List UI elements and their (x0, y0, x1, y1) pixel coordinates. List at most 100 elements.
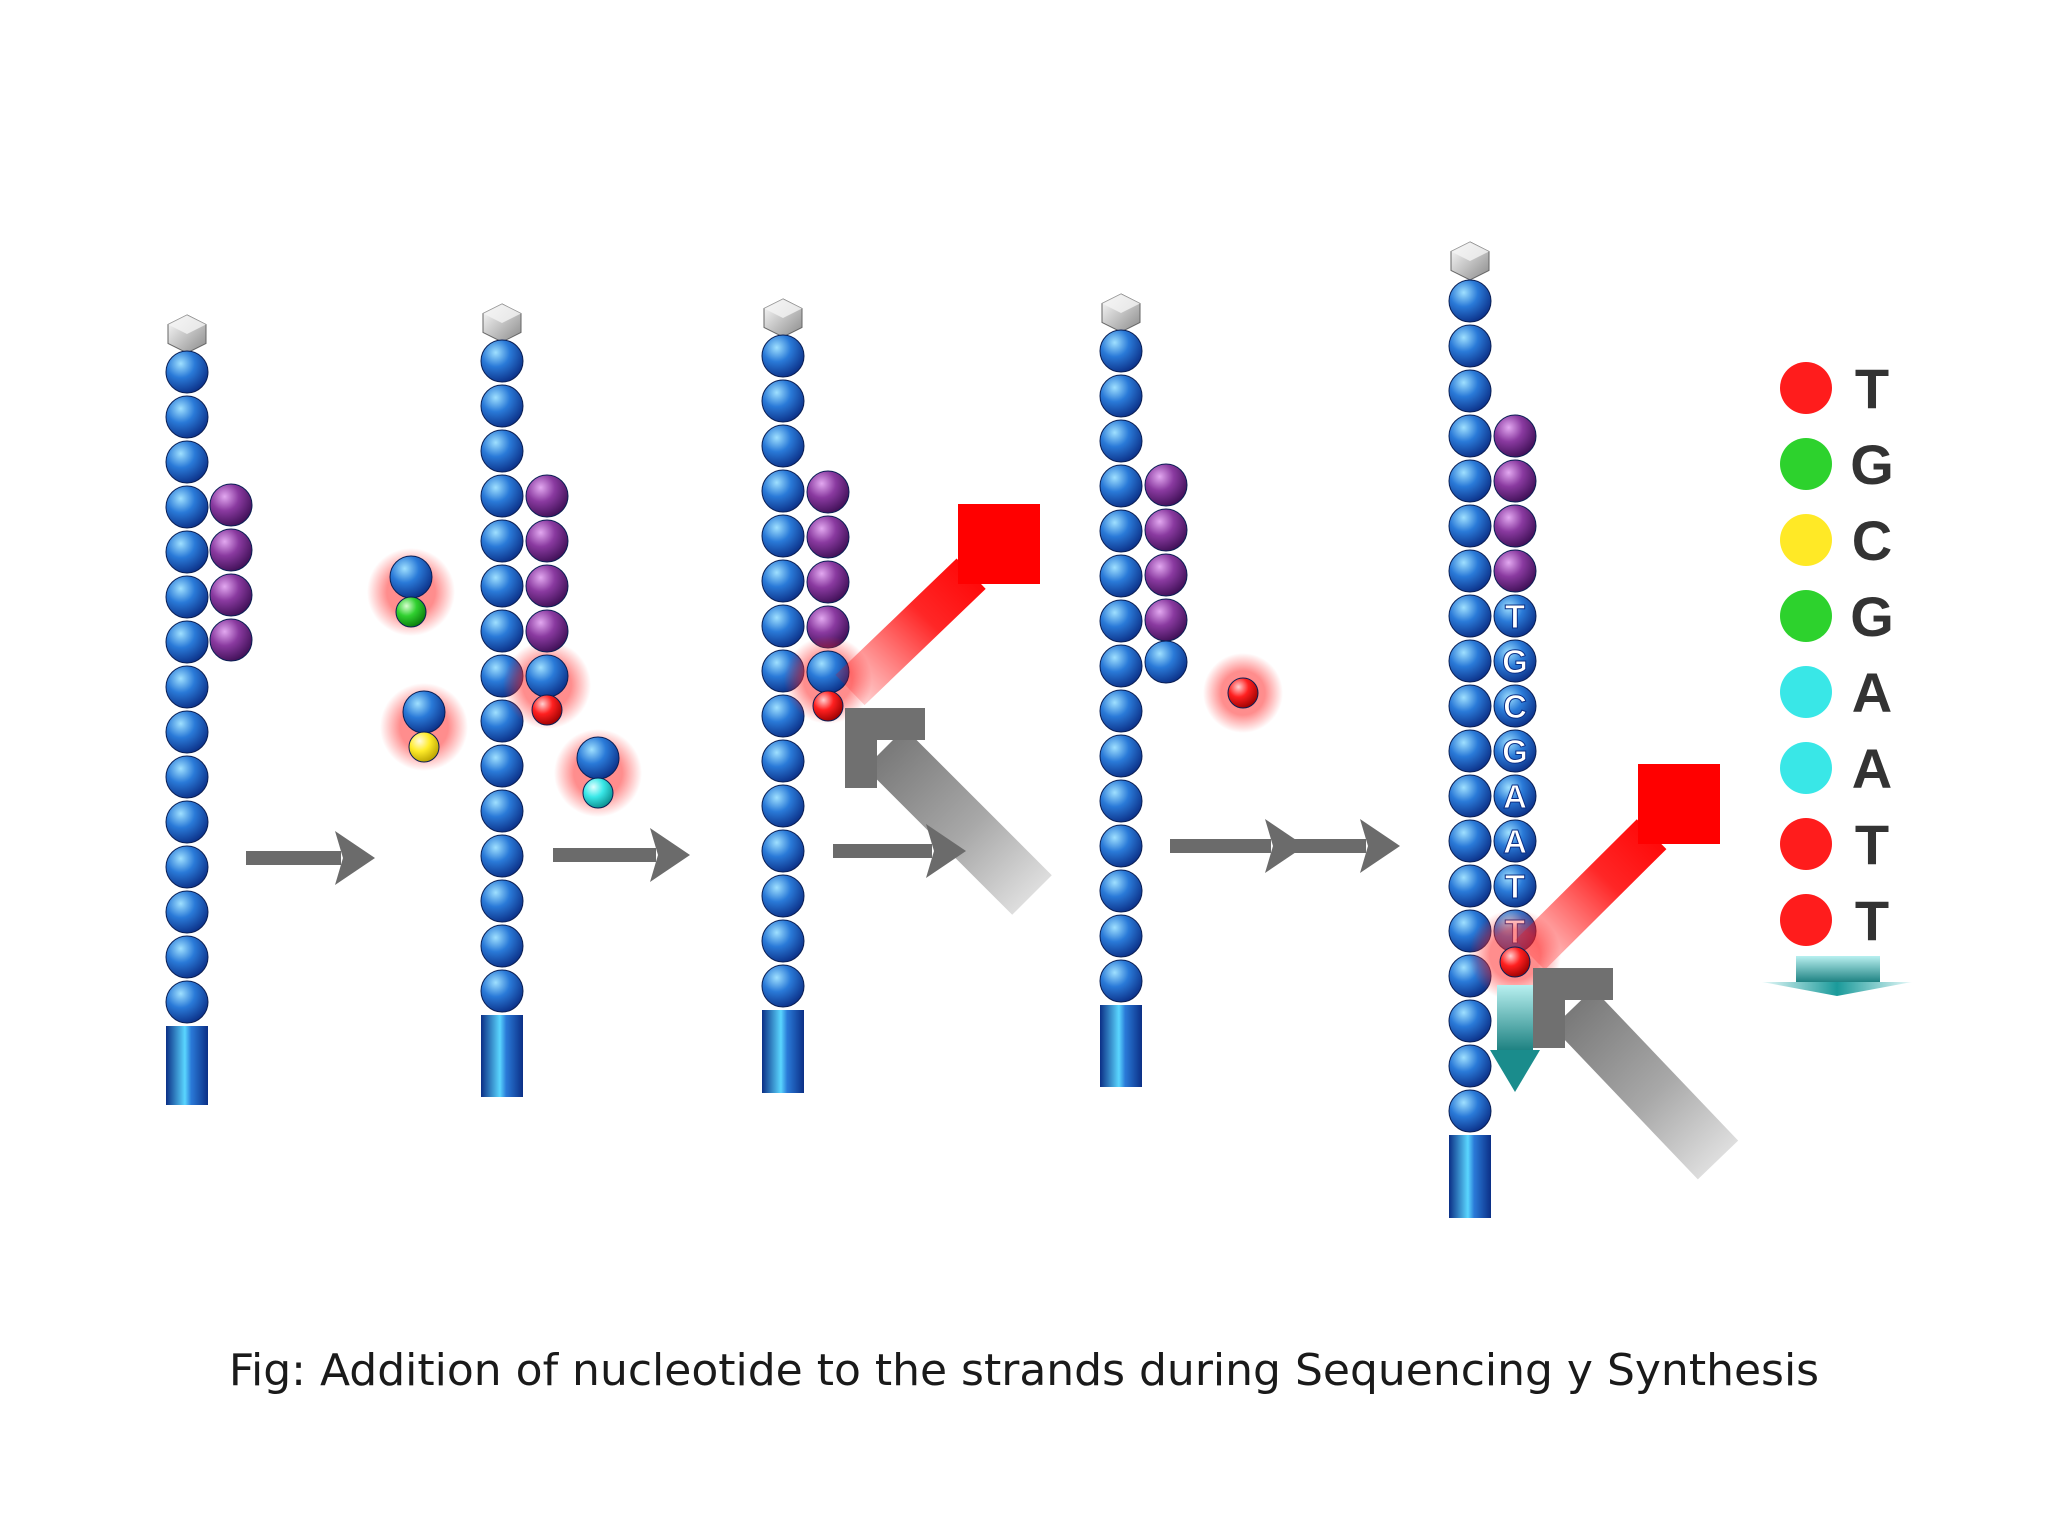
free-nucleotide (576, 736, 620, 780)
backbone-nucleotide (480, 924, 524, 968)
backbone-nucleotide (1448, 729, 1492, 773)
sequenced-nucleotide (1493, 639, 1537, 683)
surface-anchor (481, 1015, 523, 1097)
backbone-nucleotide (480, 609, 524, 653)
laser-excitation-beam (1515, 819, 1667, 970)
primer-nucleotide (1493, 549, 1537, 593)
incorporated-nucleotide (525, 654, 569, 698)
backbone-nucleotide (761, 874, 805, 918)
sequenced-nucleotide (1493, 819, 1537, 863)
strand-base-letter: G (1502, 643, 1528, 680)
backbone-nucleotide (165, 935, 209, 979)
flow-arrow-shaft (246, 851, 341, 865)
backbone-nucleotide (761, 514, 805, 558)
primer-nucleotide (209, 618, 253, 662)
backbone-nucleotide (761, 469, 805, 513)
primer-nucleotide (1493, 414, 1537, 458)
readout-base-letter: G (1850, 585, 1894, 648)
primer-nucleotide (209, 573, 253, 617)
primer-nucleotide (1144, 553, 1188, 597)
primer-nucleotide (806, 515, 850, 559)
strand-base-letter: A (1503, 778, 1527, 815)
primer-nucleotide (806, 560, 850, 604)
primer-nucleotide (209, 528, 253, 572)
cap-highlight (764, 299, 802, 318)
backbone-nucleotide (165, 890, 209, 934)
cap-highlight (483, 304, 521, 323)
backbone-nucleotide (480, 879, 524, 923)
read-direction-shaft (1497, 985, 1533, 1055)
readout-color-dot (1780, 362, 1832, 414)
readout-arrow-icon (1762, 982, 1912, 996)
readout-color-dot (1780, 438, 1832, 490)
readout-color-dot (1780, 514, 1832, 566)
free-nucleotide (402, 690, 446, 734)
emission-arrow-head-icon (1533, 968, 1613, 1048)
backbone-nucleotide (1448, 1044, 1492, 1088)
flow-arrow-shaft (1285, 839, 1366, 853)
emission-signal-beam (1552, 988, 1739, 1180)
strand-base-letter: C (1503, 688, 1527, 725)
backbone-nucleotide (1099, 554, 1143, 598)
read-direction-arrow-icon (1490, 1050, 1540, 1092)
backbone-nucleotide (761, 964, 805, 1008)
backbone-nucleotide (1448, 819, 1492, 863)
backbone-nucleotide (1448, 774, 1492, 818)
backbone-nucleotide (1099, 464, 1143, 508)
backbone-nucleotide (1448, 324, 1492, 368)
backbone-nucleotide (761, 424, 805, 468)
backbone-nucleotide (1099, 644, 1143, 688)
fluorophore-T (531, 694, 563, 726)
backbone-nucleotide (165, 575, 209, 619)
flow-arrow-icon (335, 831, 375, 885)
readout-arrow-shaft (1796, 956, 1880, 984)
emission-signal-beam (865, 728, 1052, 915)
readout-color-dot (1780, 818, 1832, 870)
backbone-nucleotide (165, 620, 209, 664)
backbone-nucleotide (1448, 594, 1492, 638)
backbone-nucleotide (1448, 414, 1492, 458)
readout-color-dot (1780, 742, 1832, 794)
backbone-nucleotide (165, 395, 209, 439)
primer-nucleotide (1493, 504, 1537, 548)
backbone-nucleotide (1448, 684, 1492, 728)
free-nucleotide (389, 555, 433, 599)
fluorophore-T (1499, 946, 1531, 978)
backbone-nucleotide (480, 384, 524, 428)
sequenced-nucleotide (1493, 594, 1537, 638)
readout-base-letter: T (1855, 889, 1889, 952)
readout-base-letter: A (1852, 737, 1892, 800)
backbone-nucleotide (1448, 1089, 1492, 1133)
surface-anchor (166, 1026, 208, 1105)
backbone-nucleotide (1099, 824, 1143, 868)
backbone-nucleotide (761, 334, 805, 378)
readout-color-dot (1780, 590, 1832, 642)
backbone-nucleotide (1099, 959, 1143, 1003)
backbone-nucleotide (480, 339, 524, 383)
backbone-nucleotide (1448, 369, 1492, 413)
primer-nucleotide (1493, 459, 1537, 503)
backbone-nucleotide (1099, 374, 1143, 418)
primer-nucleotide (806, 470, 850, 514)
primer-nucleotide (525, 519, 569, 563)
surface-anchor (762, 1010, 804, 1093)
flow-arrow-icon (650, 828, 690, 882)
backbone-nucleotide (165, 440, 209, 484)
readout-base-letter: T (1855, 813, 1889, 876)
backbone-nucleotide (761, 379, 805, 423)
backbone-nucleotide (165, 755, 209, 799)
laser-arrow-head-icon (1638, 764, 1720, 844)
backbone-nucleotide (480, 564, 524, 608)
backbone-nucleotide (1099, 509, 1143, 553)
primer-nucleotide (1144, 463, 1188, 507)
backbone-nucleotide (761, 559, 805, 603)
readout-color-dot (1780, 894, 1832, 946)
backbone-nucleotide (1448, 459, 1492, 503)
backbone-nucleotide (480, 969, 524, 1013)
backbone-nucleotide (1448, 279, 1492, 323)
surface-anchor (1100, 1005, 1142, 1087)
sequenced-nucleotide (1493, 774, 1537, 818)
readout-base-letter: T (1855, 357, 1889, 420)
backbone-nucleotide (1099, 734, 1143, 778)
backbone-nucleotide (1448, 999, 1492, 1043)
